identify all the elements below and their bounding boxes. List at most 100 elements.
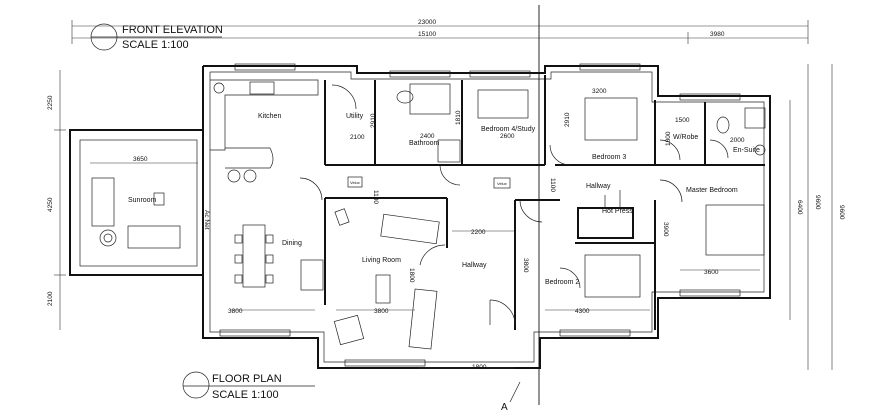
room-kitchen: Kitchen [258,113,281,120]
dim-bath-w: 2400 [420,133,435,140]
room-wrobe: W/Robe [673,134,698,141]
wrobe-ensuite: W/Robe En-Suite [673,107,766,156]
bedroom2: Bedroom 2 [545,254,641,298]
kitchen-counter [210,79,319,151]
dim-kitchen-ut: 2100 [350,134,365,141]
room-hot-press: Hot Press [602,208,633,215]
dim-left-a: 2250 [47,95,54,110]
bedroom4: Bedroom 4/Study [477,89,536,133]
dim-en-w: 2000 [730,137,745,144]
dim-right-c: 9600 [838,205,845,220]
room-dining: Dining [282,240,302,247]
sofa-icon [408,288,438,350]
right-dimensions: 6400 9600 9600 [789,64,845,370]
toilet-icon [396,90,414,104]
dim-hall-v2: 1100 [549,178,556,192]
bed-icon [584,97,638,141]
dim-bed3-v: 2910 [564,112,571,127]
velux-label-2: Velux [497,181,507,186]
fireplace-icon [300,259,324,291]
top-dimensions: 23000 15100 3980 [71,19,809,44]
left-dimensions: 2250 4250 2100 [47,70,66,330]
dim-left-b: 4250 [47,197,54,212]
front-elevation-title: FRONT ELEVATION SCALE 1:100 [90,23,223,51]
bath-icon [409,83,451,115]
sunroom: 3650 Sunroom [69,129,204,276]
shower-icon [437,139,461,163]
sofa-icon [91,177,115,227]
velux-icon [347,176,363,188]
stool-icon [243,169,257,183]
room-utility: Utility [346,113,364,120]
plant-icon [99,229,117,247]
section-label: A [501,402,508,413]
interior-walls [324,75,765,330]
kitchen-island [225,147,274,169]
sink-icon [249,81,275,95]
dim-mid-v: 3900 [662,222,669,237]
side-net-label: Ac Net [203,210,210,230]
dim-bath-v: 1810 [455,110,462,125]
dim-bed2-w: 4300 [575,308,590,315]
dim-hall-w: 2200 [471,229,486,236]
shower-icon [744,107,766,129]
side-table-icon [153,192,165,206]
room-bedroom4: Bedroom 4/Study [481,126,536,133]
dim-master-w: 3600 [704,269,719,276]
room-bathroom: Bathroom [409,140,440,147]
dim-util-v: 2910 [370,113,377,128]
outer-walls [202,63,771,369]
dim-sub-top: 15100 [418,31,436,38]
title-marker-icon [182,371,210,399]
dim-bath-w2: 2600 [500,133,515,140]
room-ensuite: En-Suite [733,147,760,154]
dim-top-right: 3980 [710,31,725,38]
bed-icon [584,254,641,298]
front-elevation-label: FRONT ELEVATION [122,24,223,36]
front-elevation-scale: SCALE 1:100 [122,39,189,51]
bathroom-fittings: Bathroom [396,83,461,163]
dim-left-c: 2100 [47,291,54,306]
dim-bed3-w: 3200 [592,88,607,95]
dim-wr-v: 1800 [665,131,672,146]
sofa-icon [127,225,181,249]
toilet-icon [716,116,730,134]
dim-wr-w: 1500 [675,117,690,124]
velux-icon [493,177,511,189]
bedroom3: Bedroom 3 [584,97,638,161]
bed-icon [705,204,765,256]
room-hallway-mid: Hallway [462,262,487,269]
dim-hall-v1: 1100 [372,190,379,204]
dim-right-b: 9600 [814,195,821,210]
floor-plan-title: FLOOR PLAN SCALE 1:100 [182,371,315,401]
armchair-icon [333,314,365,346]
floor-plan-label: FLOOR PLAN [212,373,282,385]
bed-icon [477,89,529,119]
doors [299,84,729,326]
dining-table-icon [242,224,266,288]
dining-furniture: Dining [234,224,302,288]
coffee-table-icon [375,274,391,304]
dim-living-w: 3800 [374,308,389,315]
room-master: Master Bedroom [686,187,738,194]
interior-dimensions: 2100 2910 2400 1810 2600 3200 2910 1500 … [228,88,760,371]
room-hallway-right: Hallway [586,183,611,190]
sofa-icon [380,213,440,245]
dim-dining-w: 3800 [228,308,243,315]
velux-label-1: Velux [350,180,360,185]
dim-living-v: 1800 [408,268,415,283]
living-furniture: Living Room Hallway [300,208,487,350]
dim-right-a: 6400 [796,200,803,215]
armchair-icon [334,208,350,226]
dim-bottom-w: 1800 [472,364,487,371]
room-bedroom2: Bedroom 2 [545,279,579,286]
basin-icon [754,144,766,156]
dim-sun-w: 3650 [133,156,148,163]
room-sunroom: Sunroom [128,197,157,204]
dim-hall-v3: 3800 [522,258,529,273]
hob-icon [213,82,225,94]
kitchen-fittings: Kitchen Utility Ac Net [203,79,364,230]
room-living: Living Room [362,257,401,264]
master-area: Hallway Master Bedroom Hot Press Velux V… [347,176,765,256]
